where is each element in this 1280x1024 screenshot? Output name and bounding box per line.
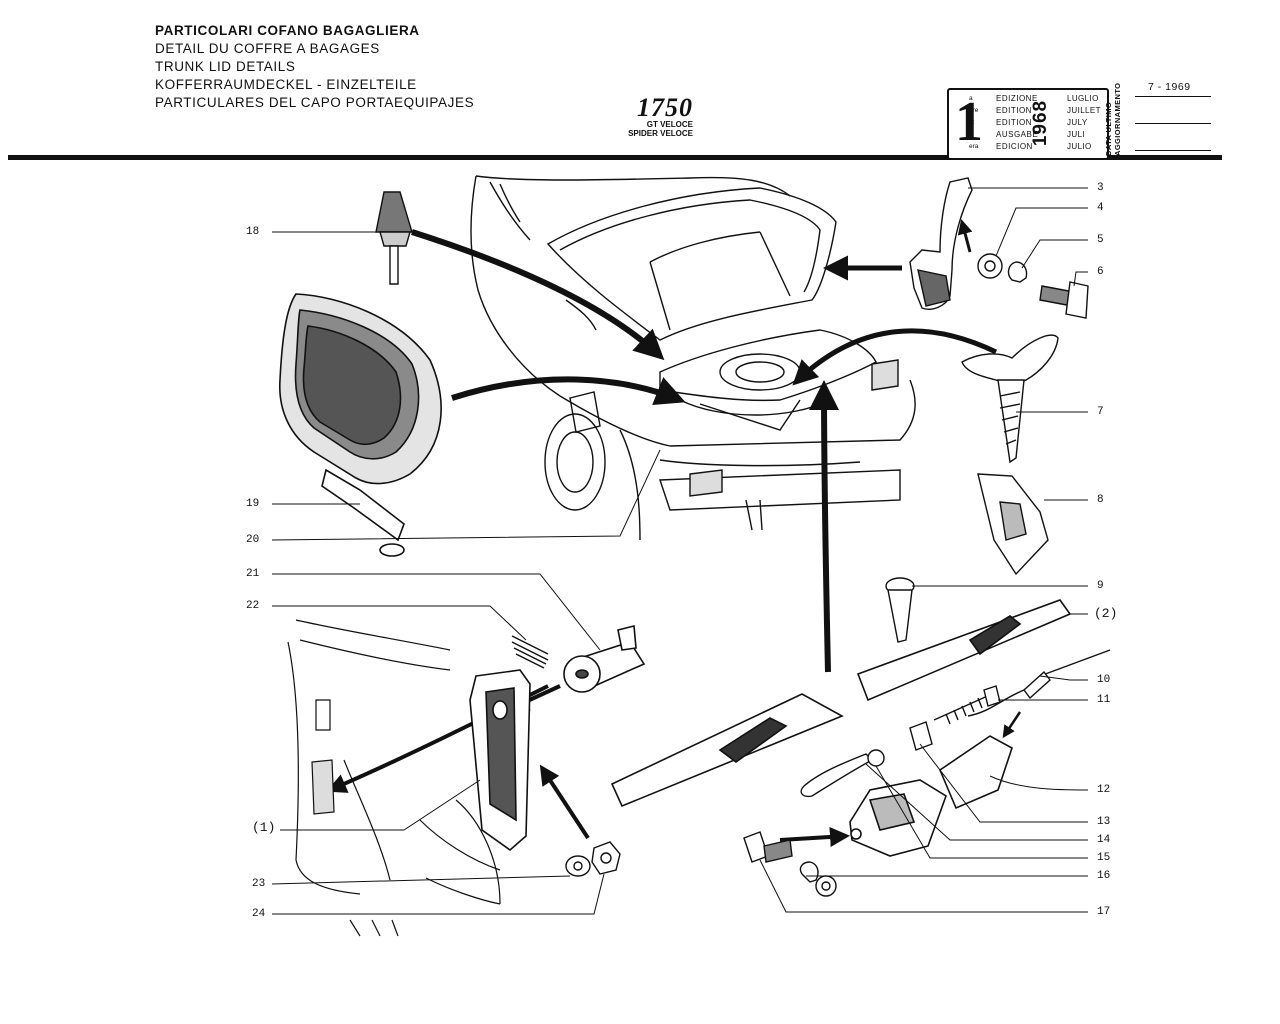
part-18-rubber-buffer (375, 191, 413, 285)
callout-14: 14 (1097, 834, 1111, 846)
callout-6: 6 (1097, 266, 1104, 278)
model-name: 1750 (637, 93, 693, 122)
edition-month-fr: JUILLET (1067, 106, 1101, 115)
part-4-washer (977, 253, 1003, 279)
callout-23: 23 (252, 878, 266, 890)
part-8-bracket (977, 473, 1049, 576)
callout-7: 7 (1097, 406, 1104, 418)
callout-22: 22 (246, 600, 260, 612)
part-7-wing-screw (961, 334, 1059, 464)
update-date: 7 - 1969 (1148, 81, 1191, 93)
part-22-spring (511, 635, 549, 669)
callout-19: 19 (246, 498, 260, 510)
callout-5: 5 (1097, 234, 1104, 246)
title-spanish: PARTICULARES DEL CAPO PORTAEQUIPAJES (155, 95, 475, 110)
callout-20: 20 (246, 534, 260, 546)
title-german: KOFFERRAUMDECKEL - EINZELTEILE (155, 77, 417, 92)
callout-12: 12 (1097, 784, 1111, 796)
callout-21: 21 (246, 568, 260, 580)
part-6-bolt (1039, 281, 1089, 319)
part-13-cable-eye (800, 749, 885, 798)
edition-word-de: AUSGABE (996, 130, 1039, 139)
part-19-lamp-housing (279, 293, 442, 557)
part-23-washer (565, 855, 591, 877)
part-2-reinforcement-strip (610, 599, 1072, 808)
edition-word-fr: EDITION (996, 106, 1032, 115)
edition-sup-fr: ere (969, 107, 979, 114)
update-line-3 (1135, 150, 1211, 151)
part-24-nut (591, 841, 621, 875)
edition-number: 1 (955, 91, 983, 153)
callout-4: 4 (1097, 202, 1104, 214)
callout-10: 10 (1097, 674, 1111, 686)
leader-lines (271, 187, 1089, 915)
callout-11: 11 (1097, 694, 1111, 706)
title-french: DETAIL DU COFFRE A BAGAGES (155, 41, 380, 56)
edition-word-en: EDITION (996, 118, 1032, 127)
part-17-bolt (743, 831, 793, 863)
edition-month-it: LUGLIO (1067, 94, 1099, 103)
callout-13: 13 (1097, 816, 1111, 828)
model-variant-spider: SPIDER VELOCE (628, 129, 693, 138)
edition-month-en: JULY (1067, 118, 1088, 127)
part-14-lock-latch (849, 735, 1013, 857)
model-variant-gt: GT VELOCE (646, 120, 693, 129)
part-10-release-cable (967, 649, 1111, 717)
header-rule (8, 155, 1222, 160)
callout-1: (1) (252, 820, 276, 835)
edition-word-es: EDICION (996, 142, 1033, 151)
part-16-lock-washer (799, 861, 819, 883)
title-italian: PARTICOLARI COFANO BAGAGLIERA (155, 23, 420, 38)
edition-word-it: EDIZIONE (996, 94, 1038, 103)
body-side-panel (287, 619, 501, 937)
callout-9: 9 (1097, 580, 1104, 592)
part-12-cable-clamp (909, 721, 933, 751)
part-11-cable-spring (933, 685, 1001, 725)
lock-bezel (469, 669, 531, 852)
part-5-lock-washer (1007, 261, 1028, 283)
part-21-lock-cylinder (563, 624, 646, 693)
edition-sup-de: . (969, 131, 971, 138)
callout-3: 3 (1097, 182, 1104, 194)
callout-16: 16 (1097, 870, 1111, 882)
part-15-washer (815, 875, 837, 897)
update-line-2 (1135, 123, 1211, 124)
title-english: TRUNK LID DETAILS (155, 59, 296, 74)
edition-sup-it: a (969, 95, 973, 102)
title-block: PARTICOLARI COFANO BAGAGLIERA DETAIL DU … (155, 22, 474, 112)
callout-8: 8 (1097, 494, 1104, 506)
part-9-countersunk-screw (885, 577, 915, 643)
edition-sup-es: era (969, 143, 979, 150)
edition-sup-en: st (969, 119, 975, 126)
update-line-1 (1135, 96, 1211, 97)
car-rear-illustration (470, 175, 916, 541)
model-badge: 1750 GT VELOCE SPIDER VELOCE (615, 93, 693, 139)
callout-2: (2) (1094, 606, 1118, 621)
callout-17: 17 (1097, 906, 1111, 918)
callout-15: 15 (1097, 852, 1111, 864)
edition-month-de: JULI (1067, 130, 1086, 139)
edition-box: 1 a ere st . era EDIZIONE EDITION EDITIO… (947, 88, 1109, 160)
callout-18: 18 (246, 226, 260, 238)
part-3-lid-hinge (909, 177, 973, 310)
callout-24: 24 (252, 908, 266, 920)
edition-month-es: JULIO (1067, 142, 1092, 151)
